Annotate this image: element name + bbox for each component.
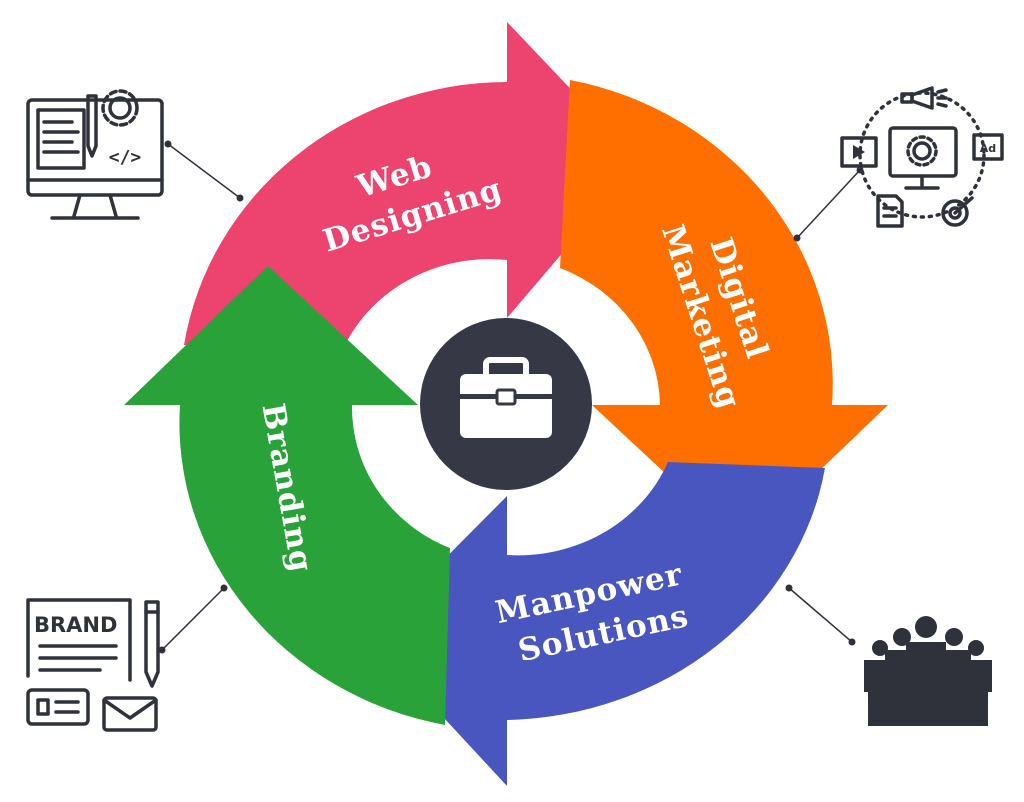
segment-web-designing-arrow [184, 22, 640, 345]
brand-word: BRAND [34, 613, 117, 637]
connectors [158, 140, 864, 654]
code-glyph: </> [109, 147, 142, 168]
segment-digital-marketing-arrow [560, 80, 888, 545]
team-people-icon [864, 616, 992, 726]
briefcase-icon [460, 357, 552, 438]
ad-glyph: Ad [980, 142, 996, 155]
brand-card-icon: BRAND [26, 598, 160, 732]
digital-marketing-icon: Ad [840, 86, 1004, 228]
segment-manpower-solutions-arrow [368, 462, 825, 786]
segment-branding-arrow [124, 266, 450, 725]
connector-manpower [788, 587, 853, 643]
web-design-monitor-icon: </> [26, 89, 164, 220]
connector-branding [161, 587, 225, 651]
connector-digital [796, 169, 861, 239]
connector-web [167, 143, 241, 199]
center-hub [420, 318, 592, 490]
